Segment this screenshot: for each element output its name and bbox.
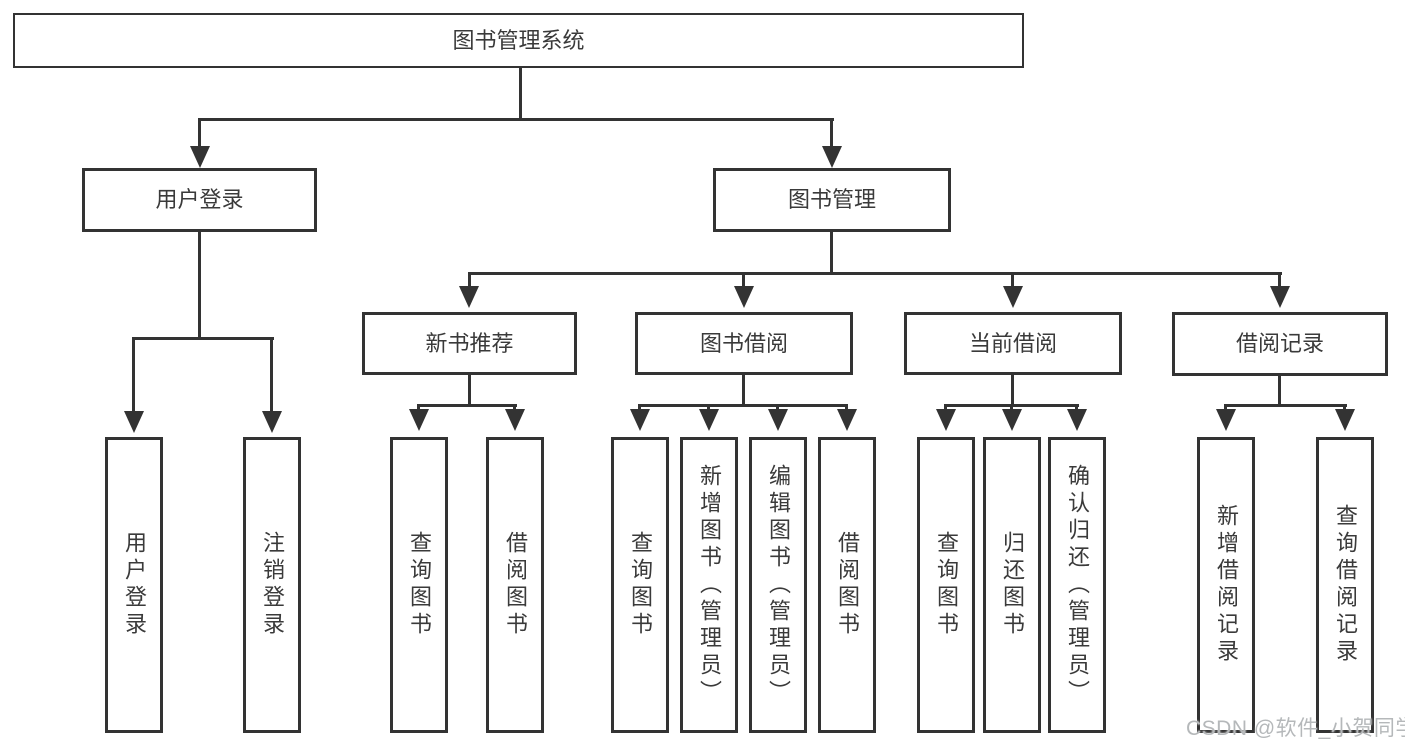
leaf-add-book-admin: 新增图书（管理员） (680, 437, 738, 733)
arrow-down-icon (459, 286, 479, 308)
leaf-edit-book-admin: 编辑图书（管理员） (749, 437, 807, 733)
arrow-down-icon (1067, 409, 1087, 431)
arrow-down-icon (822, 146, 842, 168)
connector-line (845, 404, 848, 411)
node-user-login: 用户登录 (82, 168, 317, 232)
connector-line (1224, 404, 1347, 407)
arrow-down-icon (190, 146, 210, 168)
arrow-down-icon (1335, 409, 1355, 431)
watermark: CSDN @软件_小贺同学 (1186, 717, 1405, 740)
arrow-down-icon (505, 409, 525, 431)
connector-line (417, 404, 517, 407)
leaf-query-book-current: 查询图书 (917, 437, 975, 733)
arrow-down-icon (699, 409, 719, 431)
arrow-down-icon (1270, 286, 1290, 308)
node-new-book-recommend: 新书推荐 (362, 312, 577, 375)
arrow-down-icon (837, 409, 857, 431)
arrow-down-icon (262, 411, 282, 433)
connector-line (513, 404, 516, 411)
connector-line (519, 67, 522, 120)
leaf-borrow-book-recommend: 借阅图书 (486, 437, 544, 733)
node-book-management-label: 图书管理 (787, 187, 876, 212)
node-new-book-recommend-label: 新书推荐 (425, 330, 514, 356)
arrow-down-icon (734, 286, 754, 308)
node-root: 图书管理系统 (13, 13, 1024, 68)
connector-line (198, 118, 201, 150)
leaf-add-borrow-record: 新增借阅记录 (1197, 437, 1255, 733)
connector-line (830, 232, 833, 275)
arrow-down-icon (1216, 409, 1236, 431)
connector-line (638, 404, 848, 407)
arrow-down-icon (1002, 409, 1022, 431)
connector-line (132, 337, 135, 411)
connector-line (1011, 272, 1014, 288)
connector-line (776, 404, 779, 411)
leaf-query-borrow-record: 查询借阅记录 (1316, 437, 1374, 733)
arrow-down-icon (124, 411, 144, 433)
leaf-return-book: 归还图书 (983, 437, 1041, 733)
arrow-down-icon (1003, 286, 1023, 308)
node-book-management: 图书管理 (713, 168, 951, 232)
connector-line (944, 404, 947, 411)
node-current-borrow-label: 当前借阅 (968, 330, 1057, 356)
connector-line (1011, 375, 1014, 407)
connector-line (270, 337, 273, 411)
node-borrow-record-label: 借阅记录 (1235, 331, 1324, 356)
node-root-label: 图书管理系统 (452, 27, 585, 53)
connector-line (1278, 272, 1281, 288)
connector-line (1224, 404, 1227, 411)
connector-line (742, 272, 745, 288)
connector-line (198, 118, 834, 121)
connector-line (638, 404, 641, 411)
leaf-query-book-recommend: 查询图书 (390, 437, 448, 733)
node-user-login-label: 用户登录 (155, 187, 244, 212)
connector-line (468, 375, 471, 407)
node-borrow-record: 借阅记录 (1172, 312, 1388, 376)
arrow-down-icon (768, 409, 788, 431)
connector-line (198, 232, 201, 340)
connector-line (132, 337, 274, 340)
leaf-query-book-borrow: 查询图书 (611, 437, 669, 733)
connector-line (1075, 404, 1078, 411)
leaf-user-login: 用户登录 (105, 437, 163, 733)
connector-line (417, 404, 420, 411)
arrow-down-icon (936, 409, 956, 431)
connector-line (742, 375, 745, 407)
node-book-borrow: 图书借阅 (635, 312, 853, 375)
arrow-down-icon (409, 409, 429, 431)
connector-line (1343, 404, 1346, 411)
node-book-borrow-label: 图书借阅 (699, 330, 788, 356)
connector-line (1010, 404, 1013, 411)
connector-line (1278, 376, 1281, 407)
node-current-borrow: 当前借阅 (904, 312, 1122, 375)
leaf-borrow-book: 借阅图书 (818, 437, 876, 733)
leaf-confirm-return-admin: 确认归还（管理员） (1048, 437, 1106, 733)
connector-line (707, 404, 710, 411)
connector-line (830, 118, 833, 150)
arrow-down-icon (630, 409, 650, 431)
connector-line (468, 272, 1282, 275)
connector-line (468, 272, 471, 288)
leaf-logout: 注销登录 (243, 437, 301, 733)
